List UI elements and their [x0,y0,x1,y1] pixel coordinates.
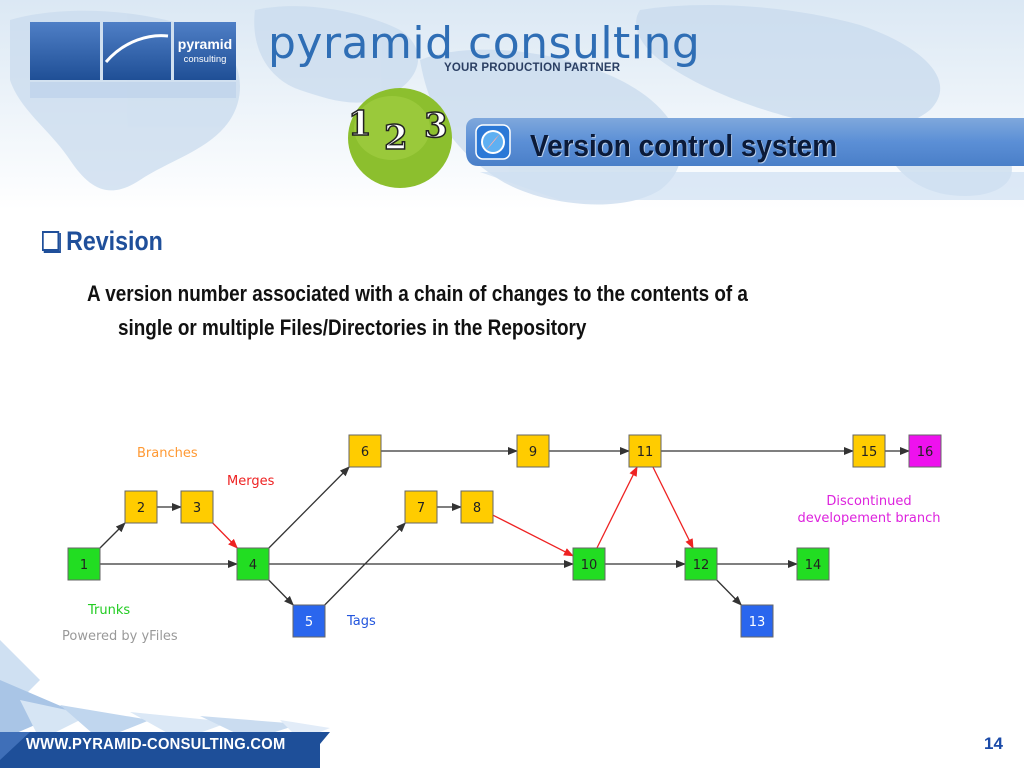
revision-node-11: 11 [628,434,662,468]
bullet-heading: Revision [42,226,163,257]
revision-node-5: 5 [292,604,326,638]
revision-label-3: 3 [193,501,201,516]
revision-box-2 [124,490,158,524]
logo-small-subtext: consulting [183,54,227,65]
branches-label: Branches [137,446,198,461]
body-text-line-2: single or multiple Files/Directories in … [118,315,587,340]
revision-box-15 [852,434,886,468]
revision-node-13: 13 [740,604,774,638]
revision-label-9: 9 [529,445,537,460]
revision-box-6 [348,434,382,468]
revision-box-5 [292,604,326,638]
edge-5-7 [324,522,406,606]
slide-title: Version control system [530,128,838,163]
revision-box-10 [572,547,606,581]
revision-node-1: 1 [67,547,101,581]
revision-node-3: 3 [180,490,214,524]
logo-small-text: pyramid [177,36,233,52]
logo-block-right [174,22,236,80]
revision-label-16: 16 [917,445,934,460]
merge-edge-10-11 [596,466,638,549]
revision-node-8: 8 [460,490,494,524]
page-number: 14 [984,734,1003,753]
revision-box-9 [516,434,550,468]
revision-node-9: 9 [516,434,550,468]
footer-decoration [0,640,330,768]
revision-node-7: 7 [404,490,438,524]
revision-label-12: 12 [693,558,710,573]
revision-label-10: 10 [581,558,598,573]
revision-label-11: 11 [637,445,654,460]
edge-12-13 [716,579,742,606]
title-bar [466,118,1024,166]
revision-label-8: 8 [473,501,481,516]
revision-box-14 [796,547,830,581]
logo-block-left [30,22,100,80]
revision-node-4: 4 [236,547,270,581]
revision-box-8 [460,490,494,524]
badge-digit-3: 3 [423,105,448,147]
merges-label: Merges [227,474,275,489]
badge-digit-2: 2 [383,117,408,159]
revision-node-12: 12 [684,547,718,581]
edge-4-5 [268,579,294,606]
revision-node-15: 15 [852,434,886,468]
revision-box-16 [908,434,942,468]
revision-node-2: 2 [124,490,158,524]
discontinued-label-line-1: Discontinued [826,494,911,509]
revision-box-13 [740,604,774,638]
brand-tagline: YOUR PRODUCTION PARTNER [444,62,621,74]
revision-box-4 [236,547,270,581]
revision-label-2: 2 [137,501,145,516]
logo-block-middle [103,22,171,80]
merge-edge-8-10 [492,514,574,557]
revision-box-3 [180,490,214,524]
revision-label-15: 15 [861,445,878,460]
bullet-heading-text: Revision [66,226,163,256]
revision-label-14: 14 [805,558,822,573]
revision-box-12 [684,547,718,581]
merge-edge-3-4 [212,522,238,549]
revision-label-13: 13 [749,615,766,630]
badge-digit-1: 1 [347,103,372,145]
revision-box-1 [67,547,101,581]
revision-node-16: 16 [908,434,942,468]
brand-name: pyramid consulting [268,18,701,69]
tags-label: Tags [346,614,376,629]
body-text-line-1: A version number associated with a chain… [87,281,748,306]
trunks-label: Trunks [87,603,130,618]
revision-node-14: 14 [796,547,830,581]
revision-label-1: 1 [80,558,88,573]
revision-label-7: 7 [417,501,425,516]
footer-url: WWW.PYRAMID-CONSULTING.COM [26,736,286,753]
edge-4-6 [268,466,350,549]
revision-label-6: 6 [361,445,369,460]
revision-box-11 [628,434,662,468]
checkbox-bullet-icon [42,231,60,251]
revision-node-6: 6 [348,434,382,468]
merge-edge-11-12 [652,466,694,549]
powered-by-label: Powered by yFiles [62,629,178,644]
discontinued-label-line-2: developement branch [797,511,940,526]
revision-box-7 [404,490,438,524]
revision-label-4: 4 [249,558,257,573]
edge-1-2 [99,522,126,549]
revision-label-5: 5 [305,615,313,630]
revision-node-10: 10 [572,547,606,581]
